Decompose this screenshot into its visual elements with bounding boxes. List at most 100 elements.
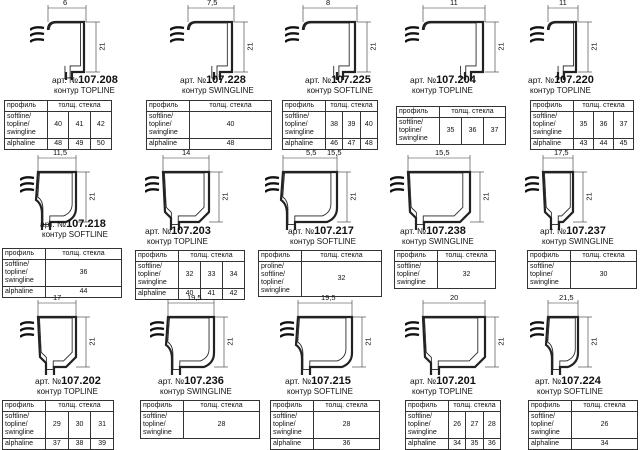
dimension-height: 21 (363, 337, 373, 346)
thickness-value: 42 (89, 111, 113, 139)
dimension-height: 21 (589, 42, 599, 51)
thickness-value: 38 (324, 111, 344, 139)
article-code: 107.237 (566, 225, 606, 237)
contour-label: контур SOFTLINE (537, 387, 603, 396)
row-label: softline/ topline/ swingline (530, 111, 574, 139)
header-profile: профиль (270, 400, 314, 412)
dimension-width: 17 (53, 293, 62, 302)
profile-drawing (285, 5, 371, 80)
profile-outline (421, 20, 485, 80)
profile-drawing (530, 5, 592, 80)
dimension-height: 21 (496, 337, 506, 346)
header-profile: профиль (527, 250, 571, 262)
article-prefix: арт. № (52, 75, 79, 85)
header-profile: профиль (396, 106, 440, 118)
header-thickness: толщ. стекла (571, 400, 638, 412)
article-number: арт. №107.217 (288, 225, 354, 237)
profile-drawing (525, 155, 587, 230)
article-number: арт. №107.204 (410, 74, 476, 86)
row-label: softline/ topline/ swingline (394, 261, 438, 289)
header-thickness: толщ. стекла (439, 106, 506, 118)
seal-lips (285, 26, 300, 43)
seal-lips (405, 26, 420, 43)
article-prefix: арт. № (40, 219, 67, 229)
profile-drawing (405, 300, 499, 375)
article-code: 107.236 (184, 375, 224, 387)
profile-outline (279, 170, 339, 230)
dimension-width: 20 (450, 293, 459, 302)
thickness-value: 48 (359, 138, 379, 150)
row-label: alphaline (282, 138, 326, 150)
article-code: 107.238 (426, 225, 466, 237)
contour-label: контур TOPLINE (530, 86, 591, 95)
contour-label: контур TOPLINE (147, 237, 208, 246)
article-number: арт. №107.220 (528, 74, 594, 86)
contour-label: контур SWINGLINE (182, 86, 254, 95)
article-number: арт. №107.203 (145, 225, 211, 237)
dimension-height: 21 (225, 337, 235, 346)
dimension-width: 15,5 (435, 148, 450, 157)
thickness-value: 26 (571, 411, 638, 439)
thickness-value: 26 (447, 411, 467, 439)
article-number: арт. №107.218 (40, 218, 106, 230)
article-code: 107.202 (61, 375, 101, 387)
thickness-value: 36 (482, 438, 502, 450)
seal-lips (280, 321, 295, 338)
row-label: softline/ topline/ swingline (528, 411, 572, 439)
header-thickness: толщ. стекла (183, 400, 260, 412)
profile-outline (46, 20, 86, 80)
profile-outline (164, 315, 216, 375)
article-prefix: арт. № (400, 226, 427, 236)
thickness-value: 28 (313, 411, 380, 439)
dimension-lines (282, 155, 351, 223)
header-profile: профиль (282, 100, 326, 112)
article-number: арт. №107.202 (35, 375, 101, 387)
profile-outline (541, 170, 575, 230)
seal-lips (525, 176, 540, 193)
contour-label: контур TOPLINE (54, 86, 115, 95)
thickness-value: 47 (342, 138, 361, 150)
header-thickness: толщ. стекла (313, 400, 380, 412)
dimension-width: 19,5 (321, 293, 336, 302)
seal-lips (265, 176, 280, 193)
profile-outline (294, 315, 354, 375)
dimension-width: 11,5 (53, 148, 68, 157)
dimension-lines (167, 300, 228, 368)
profile-inner-line (49, 22, 81, 79)
thickness-value: 37 (613, 111, 634, 139)
article-code: 107.203 (171, 225, 211, 237)
profile-outline (186, 20, 234, 80)
article-number: арт. №107.225 (305, 74, 371, 86)
article-prefix: арт. № (540, 226, 567, 236)
article-prefix: арт. № (410, 376, 437, 386)
row-label: softline/ topline/ swingline (396, 117, 440, 145)
dimension-height: 21 (245, 42, 255, 51)
profile-drawing (530, 300, 592, 375)
row-label: softline/ topline/ swingline (2, 259, 46, 287)
thickness-value: 34 (447, 438, 467, 450)
article-code: 107.217 (314, 225, 354, 237)
article-number: арт. №107.238 (400, 225, 466, 237)
contour-label: контур SOFTLINE (290, 237, 356, 246)
dimension-lines (547, 300, 592, 368)
seal-lips (390, 176, 405, 193)
profile-inner-line (37, 172, 73, 225)
contour-label: контур SWINGLINE (160, 387, 232, 396)
thickness-value: 43 (573, 138, 594, 150)
dimension-height: 21 (87, 337, 97, 346)
thickness-value: 40 (359, 111, 379, 139)
header-profile: профиль (528, 400, 572, 412)
article-code: 107.220 (554, 74, 594, 86)
profile-drawing (20, 155, 90, 230)
seal-lips (405, 321, 420, 338)
